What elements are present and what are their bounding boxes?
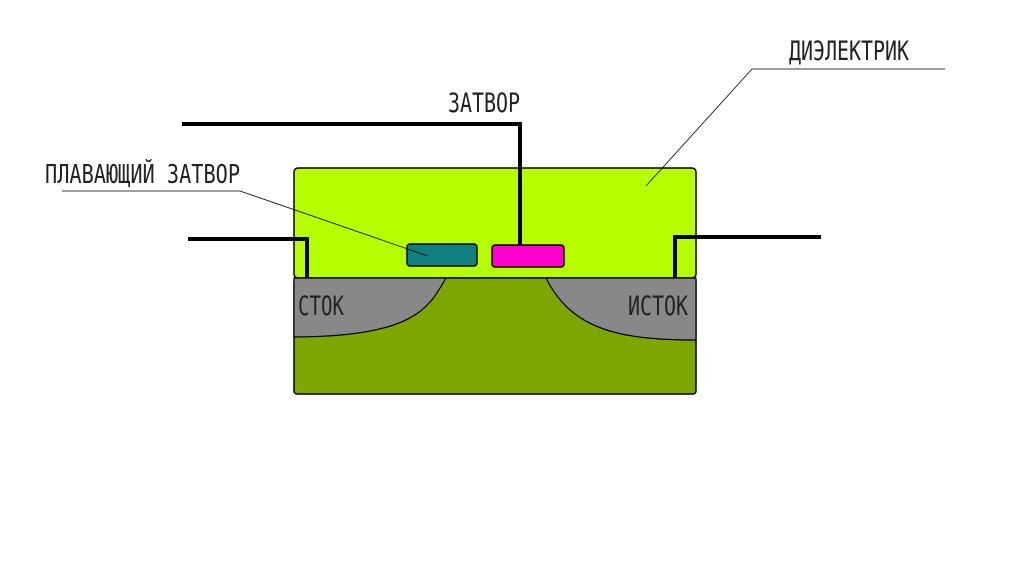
control-gate: [491, 244, 565, 268]
source-region: [545, 277, 697, 341]
gate-wire: [182, 122, 522, 245]
dielectric-label: ДИЭЛЕКТРИК: [789, 36, 910, 67]
floating-gate-label: ПЛАВАЮЩИЙ ЗАТВОР: [45, 158, 240, 190]
source-label: ИСТОК: [628, 291, 689, 322]
floating-gate: [406, 243, 478, 267]
floating-gate-leader-line: [62, 190, 429, 257]
source-wire: [673, 235, 821, 278]
gate-label: ЗАТВОР: [448, 88, 520, 119]
drain-region: [293, 277, 448, 338]
drain-label: СТОК: [298, 291, 345, 322]
drain-wire: [188, 237, 309, 278]
dielectric-leader-line: [645, 68, 945, 187]
